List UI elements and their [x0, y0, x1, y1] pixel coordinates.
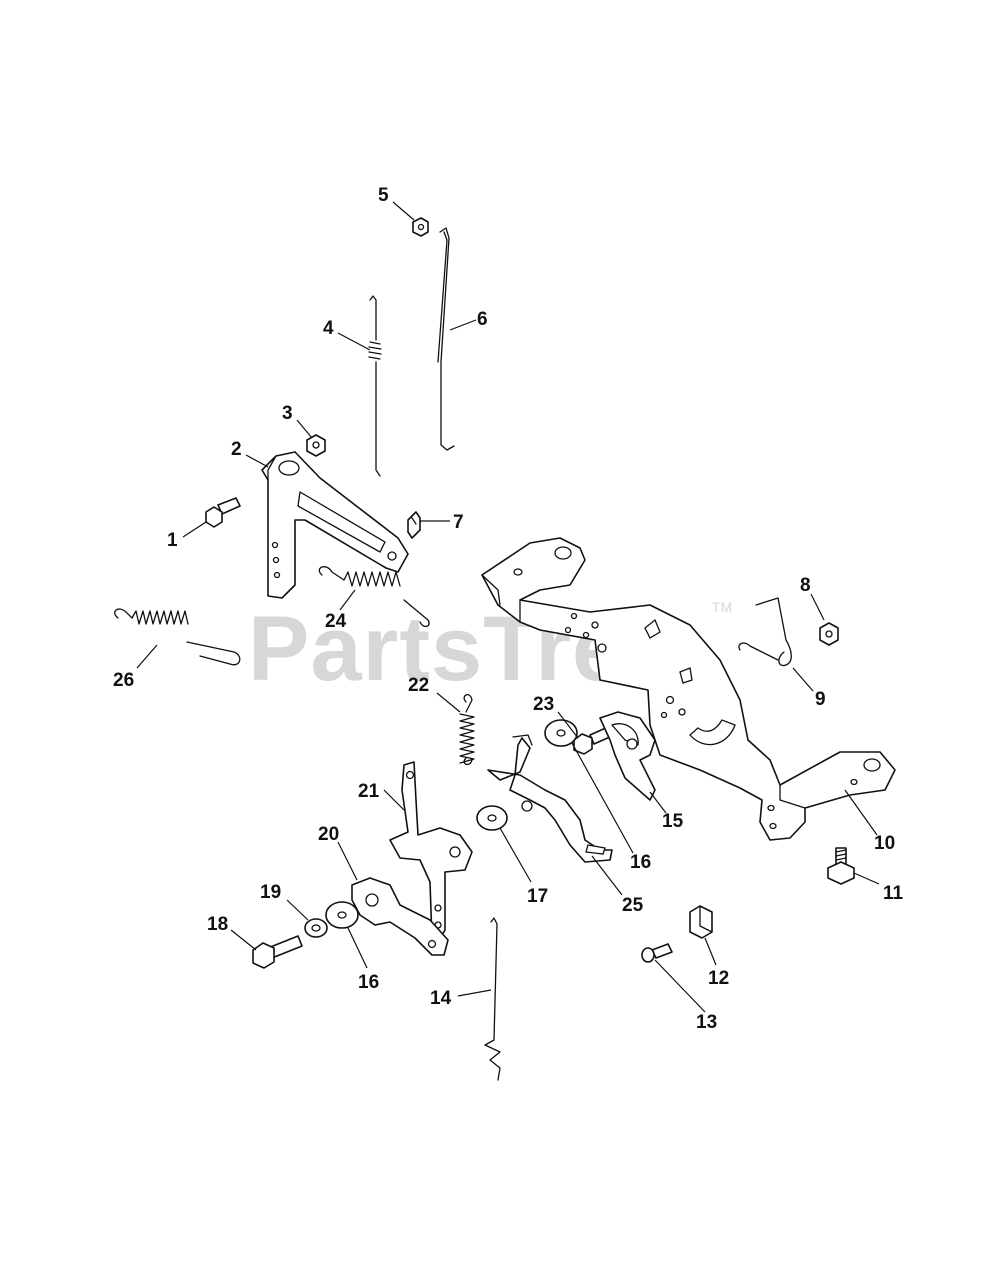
callout-26: 26: [113, 670, 134, 691]
watermark-trademark: TM: [712, 599, 732, 615]
callout-6: 6: [477, 309, 488, 330]
callout-22: 22: [408, 675, 429, 696]
part-25-spring[interactable]: [318, 566, 430, 628]
callout-18: 18: [207, 914, 228, 935]
callout-2: 2: [231, 439, 242, 460]
part-12-clip[interactable]: [689, 905, 713, 939]
callout-10: 10: [874, 833, 895, 854]
callout-8: 8: [800, 575, 811, 596]
callout-14: 14: [430, 988, 452, 1009]
part-8-nut[interactable]: [819, 622, 839, 646]
part-9-wire-spring[interactable]: [738, 597, 792, 667]
callout-13: 13: [696, 1012, 717, 1033]
part-3-nut[interactable]: [306, 434, 326, 457]
callout-15: 15: [662, 811, 684, 832]
part-6-rod[interactable]: [437, 227, 455, 451]
callout-20: 20: [318, 824, 339, 845]
callout-24: 23: [533, 694, 554, 715]
callout-16-lower: 16: [358, 972, 379, 993]
leader-lines: [136, 201, 880, 1013]
part-2-control-lever[interactable]: [261, 451, 409, 599]
part-5-nut[interactable]: [412, 217, 429, 237]
callout-12: 12: [708, 968, 729, 989]
part-14-link-rod[interactable]: [484, 917, 501, 1081]
part-7-clip[interactable]: [407, 511, 421, 539]
callout-17: 17: [527, 886, 548, 907]
callout-labels: 5 6 4 3 2 1 7 24 26 8 9 22 23 15 16 17 2…: [113, 185, 904, 1033]
part-10-control-bracket[interactable]: [481, 537, 896, 841]
part-11-bolt[interactable]: [827, 847, 855, 885]
part-15-bracket-arm[interactable]: [599, 711, 656, 801]
callout-5: 5: [378, 185, 389, 206]
callout-11: 11: [883, 883, 904, 904]
part-23-lever[interactable]: [487, 734, 613, 863]
callout-16-upper: 16: [630, 852, 651, 873]
part-4-spring-rod[interactable]: [368, 295, 382, 477]
callout-1: 1: [167, 530, 178, 551]
callout-23: 25: [622, 895, 644, 916]
part-13-screw[interactable]: [641, 943, 673, 963]
part-17-washer[interactable]: [476, 805, 508, 831]
part-21-lever[interactable]: [389, 761, 473, 943]
part-1-bolt[interactable]: [205, 497, 241, 528]
callout-9: 9: [815, 689, 826, 710]
part-16-washer-lower[interactable]: [325, 901, 359, 929]
callout-7: 7: [453, 512, 464, 533]
callout-3: 3: [282, 403, 293, 424]
part-19-washer[interactable]: [304, 918, 328, 938]
callout-4: 4: [323, 318, 334, 339]
part-18-bolt[interactable]: [252, 935, 303, 969]
part-16-washer-upper[interactable]: [544, 719, 578, 747]
part-26-spring[interactable]: [114, 608, 241, 666]
callout-19: 19: [260, 882, 281, 903]
callout-21: 21: [358, 781, 380, 802]
part-22-spring[interactable]: [459, 694, 475, 766]
part-20-plate[interactable]: [351, 877, 449, 956]
callout-25: 24: [325, 611, 347, 632]
